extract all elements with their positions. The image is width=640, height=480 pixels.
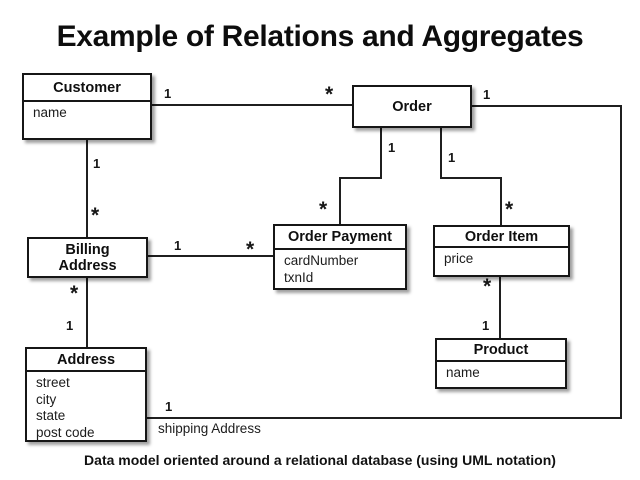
multiplicity-label: 1	[174, 238, 182, 253]
slide-caption: Data model oriented around a relational …	[84, 452, 556, 468]
relation-line-shipping-top	[470, 105, 622, 107]
relation-line-order-payment-seg2	[339, 177, 382, 179]
multiplicity-label: *	[70, 282, 79, 305]
relation-line-shipping-right	[620, 105, 622, 419]
entity-attribute: state	[36, 408, 66, 423]
multiplicity-label: *	[325, 83, 334, 106]
relation-line-order-payment-seg3	[339, 177, 341, 224]
entity-title-line: Address	[58, 257, 117, 274]
entity-title: Order Item	[435, 227, 568, 248]
entity-title: Address	[27, 349, 145, 372]
multiplicity-label: 1	[165, 399, 173, 414]
relation-label-shipping-address: shipping Address	[158, 421, 261, 436]
entity-billing-address: Billing Address	[27, 237, 148, 278]
multiplicity-label: 1	[66, 318, 74, 333]
entity-attribute: post code	[36, 424, 95, 440]
entity-customer: Customer name	[22, 73, 152, 140]
relation-line-order-item-seg3	[500, 177, 502, 225]
multiplicity-label: *	[483, 275, 492, 298]
entity-attribute: price	[444, 251, 474, 266]
multiplicity-label: 1	[164, 86, 172, 101]
entity-attribute: street	[36, 375, 70, 390]
multiplicity-label: *	[91, 204, 100, 227]
relation-line-customer-order	[150, 104, 352, 106]
relation-line-billing-payment	[146, 255, 273, 257]
multiplicity-label: 1	[483, 87, 491, 102]
relation-line-billing-address	[86, 276, 88, 347]
relation-line-customer-billing	[86, 138, 88, 237]
entity-attribute: name	[446, 365, 480, 380]
entity-title: Order	[392, 98, 432, 115]
multiplicity-label: 1	[93, 156, 101, 171]
multiplicity-label: *	[246, 238, 255, 261]
entity-title: Order Payment	[275, 226, 405, 250]
entity-title-line: Billing	[65, 241, 110, 258]
entity-order: Order	[352, 85, 472, 128]
multiplicity-label: *	[505, 198, 514, 221]
entity-order-payment: Order Payment cardNumber txnId	[273, 224, 407, 290]
entity-attribute: name	[33, 105, 67, 120]
relation-line-order-payment-seg1	[380, 126, 382, 179]
entity-title: Product	[437, 340, 565, 362]
relation-line-order-item-seg1	[440, 126, 442, 179]
entity-attribute: city	[36, 391, 57, 407]
multiplicity-label: 1	[482, 318, 490, 333]
multiplicity-label: *	[319, 198, 328, 221]
entity-attribute: cardNumber	[284, 253, 359, 268]
entity-product: Product name	[435, 338, 567, 389]
entity-title: Billing Address	[29, 239, 146, 276]
slide-title: Example of Relations and Aggregates	[56, 20, 584, 53]
relation-line-item-product	[499, 275, 501, 338]
multiplicity-label: 1	[388, 140, 396, 155]
multiplicity-label: 1	[448, 150, 456, 165]
relation-line-order-item-seg2	[440, 177, 502, 179]
entity-title: Customer	[24, 75, 150, 102]
entity-attribute: txnId	[284, 269, 314, 285]
entity-order-item: Order Item price	[433, 225, 570, 277]
entity-address: Address street city state post code	[25, 347, 147, 442]
relation-line-shipping-bottom	[145, 417, 622, 419]
